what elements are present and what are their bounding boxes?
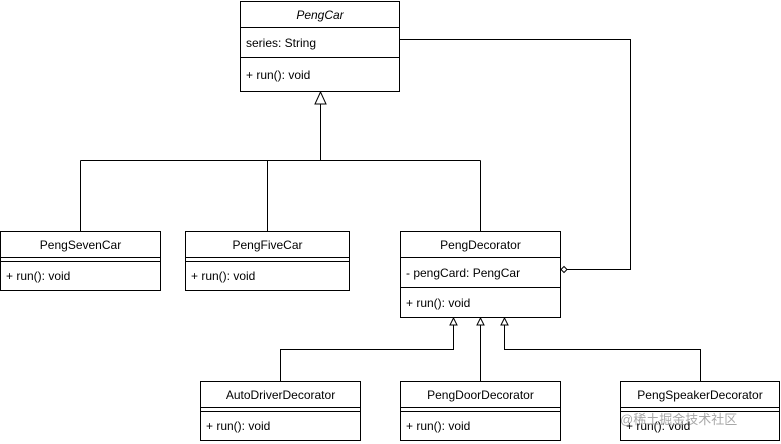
class-name: PengDecorator [440,237,521,252]
generalization-arrow-speaker [500,316,509,326]
class-box-pengdecorator: PengDecorator - pengCard: PengCar + run(… [400,231,561,318]
watermark: @稀土掘金技术社区 [620,412,738,427]
class-name: PengSpeakerDecorator [637,387,763,402]
class-method: + run(): void [246,67,311,82]
divider [401,407,560,408]
divider [621,411,779,412]
class-box-pengfivecar: PengFiveCar + run(): void [185,231,350,291]
class-box-autodriverdecorator: AutoDriverDecorator + run(): void [200,381,361,441]
divider [201,411,360,412]
inheritance-line-auto-driver [280,325,454,381]
divider [621,407,779,408]
divider [186,261,349,262]
aggregation-line [400,39,631,270]
class-name: AutoDriverDecorator [225,387,336,402]
class-box-pengspeakerdecorator: PengSpeakerDecorator + run(): void [620,381,780,441]
inheritance-line-speaker [504,325,701,381]
aggregation-diamond [560,265,568,274]
class-attribute: series: String [246,35,317,50]
class-name: PengCar [296,7,344,22]
class-box-pengsevencar: PengSevenCar + run(): void [0,231,161,291]
divider [186,257,349,258]
generalization-arrow-auto-driver [449,316,458,326]
class-box-pengdoordecorator: PengDoorDecorator + run(): void [400,381,561,441]
class-box-pengcar: PengCar series: String + run(): void [240,1,400,92]
class-name: PengFiveCar [232,237,303,252]
class-name: PengSevenCar [39,237,122,252]
divider [1,261,160,262]
class-name: PengDoorDecorator [427,387,534,402]
class-method: + run(): void [206,418,271,433]
class-method: + run(): void [6,268,71,283]
class-method: + run(): void [626,418,691,433]
class-method: + run(): void [191,268,256,283]
generalization-arrow-door [476,316,485,326]
divider [201,407,360,408]
divider [241,27,399,28]
class-attribute: - pengCard: PengCar [406,265,521,280]
divider [401,257,560,258]
divider [401,287,560,288]
divider [1,257,160,258]
divider [241,57,399,58]
class-method: + run(): void [406,295,471,310]
class-method: + run(): void [406,418,471,433]
divider [401,411,560,412]
generalization-arrow-pengcar [314,90,327,105]
